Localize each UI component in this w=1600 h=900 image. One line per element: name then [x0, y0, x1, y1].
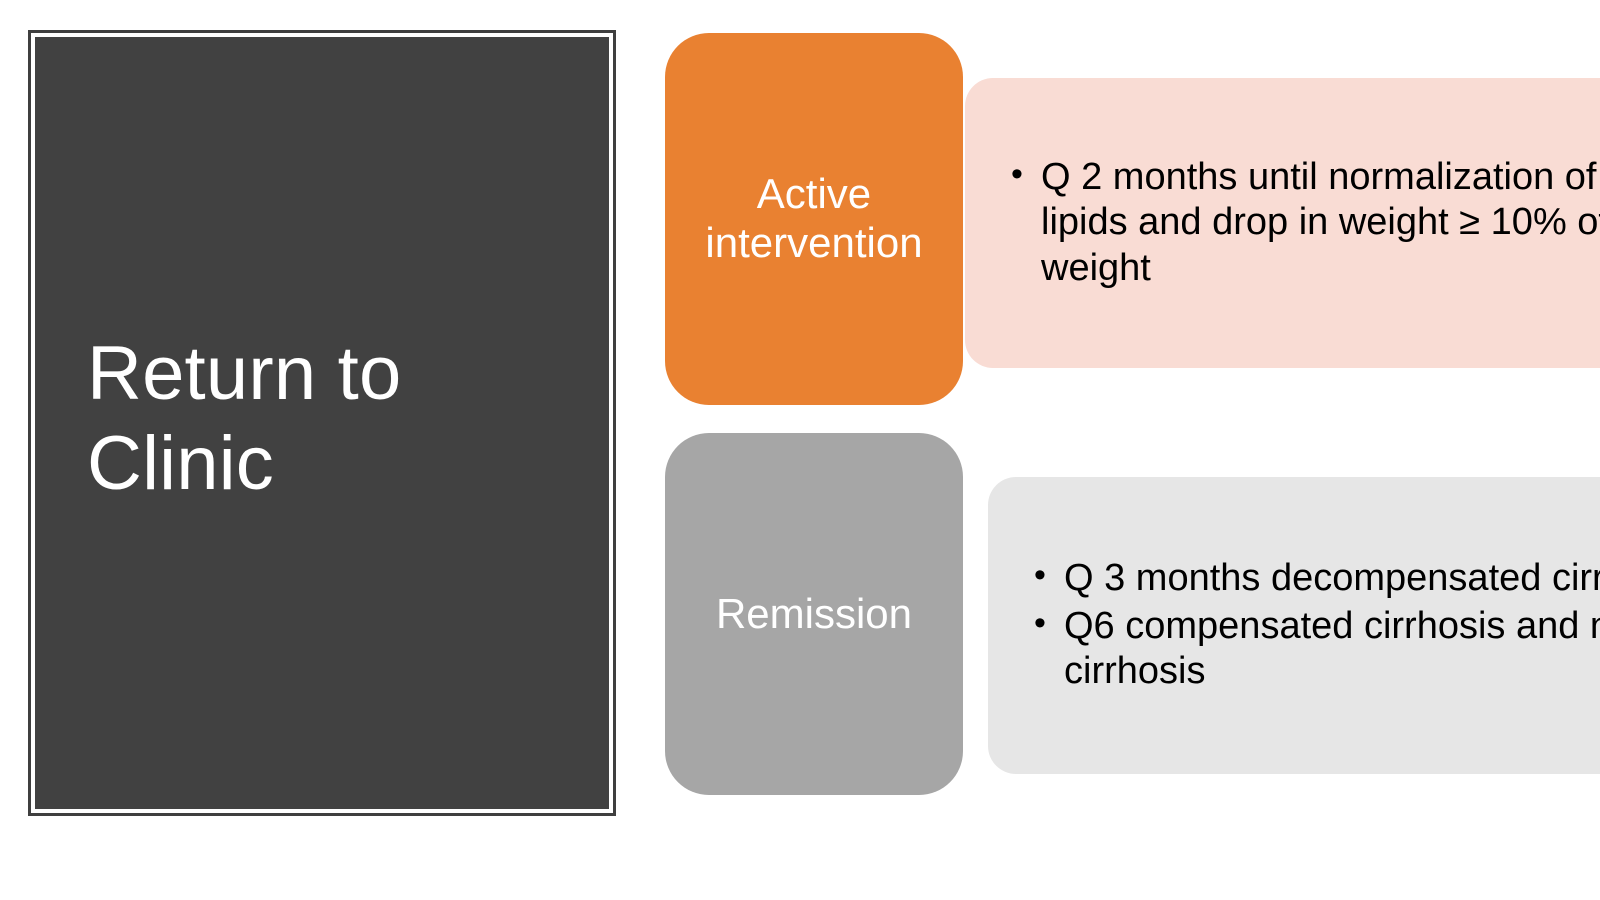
stage-chip-label: Remission [715, 589, 913, 637]
bullet-list-active-intervention: Q 2 months until normalization of LFTs a… [965, 153, 1600, 292]
detail-panel-active-intervention: Q 2 months until normalization of LFTs a… [965, 78, 1600, 368]
stage-chip-remission[interactable]: Remission [665, 433, 963, 795]
return-to-clinic-panel-fill: Return to Clinic [35, 37, 609, 809]
return-to-clinic-panel: Return to Clinic [28, 30, 616, 816]
bullet-list-remission: Q 3 months decompensated cirrhosis Q6 co… [988, 554, 1600, 695]
detail-panel-remission: Q 3 months decompensated cirrhosis Q6 co… [988, 477, 1600, 774]
list-item: Q 2 months until normalization of LFTs a… [1011, 153, 1600, 292]
stage-chip-label: Active intervention [705, 170, 923, 266]
stage-chip-active-intervention[interactable]: Active intervention [665, 33, 963, 405]
list-item: Q6 compensated cirrhosis and non-cirrhos… [1034, 602, 1600, 695]
page-title: Return to Clinic [87, 331, 402, 506]
list-item: Q 3 months decompensated cirrhosis [1034, 554, 1600, 602]
